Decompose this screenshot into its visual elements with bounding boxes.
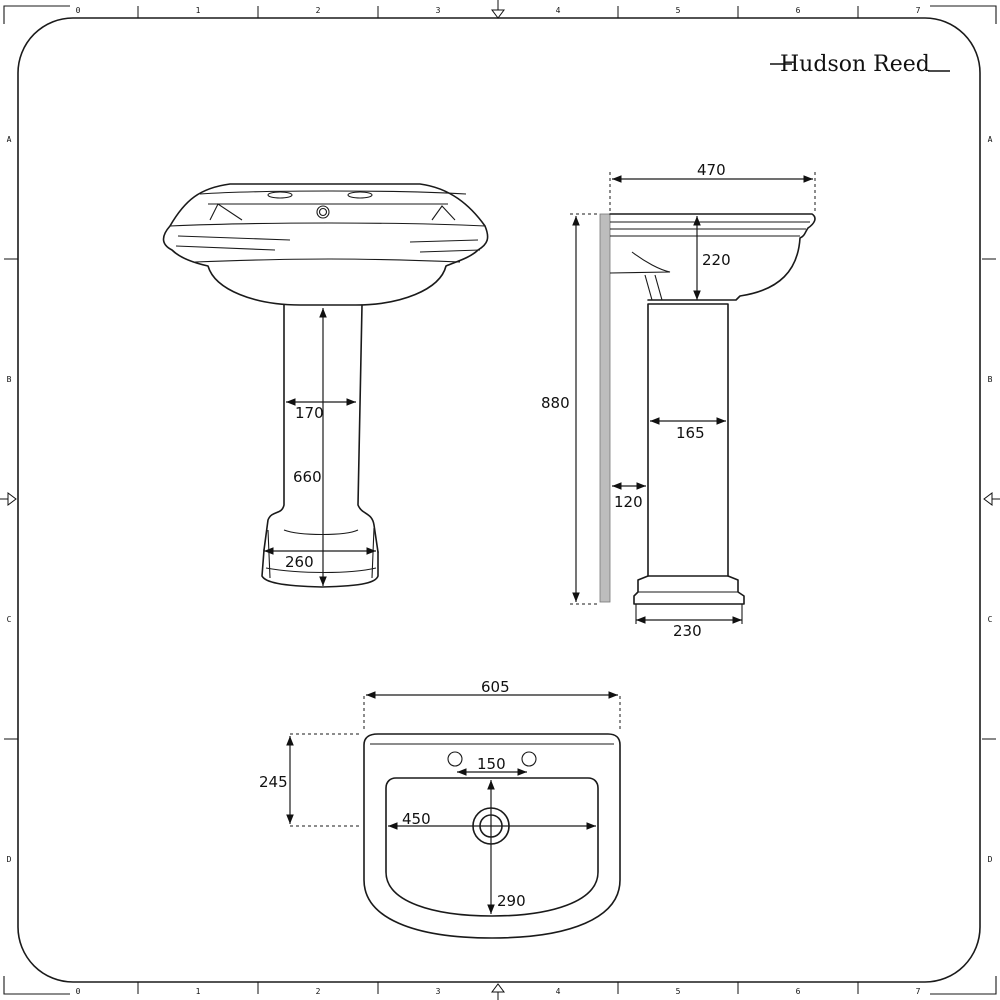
ruler-col-1: 1 [196, 6, 201, 15]
centre-mark-top [491, 9, 505, 19]
dim-bowl-height: 220 [702, 251, 731, 269]
centre-mark-right [983, 492, 993, 506]
dim-pedestal-height: 660 [293, 468, 322, 486]
wall [599, 213, 611, 603]
centre-mark-left [7, 492, 17, 506]
dim-bowl-width: 450 [402, 810, 431, 828]
dim-pedestal-width: 170 [295, 404, 324, 422]
ruler-row-d-right: D [988, 855, 993, 864]
ruler-col-5-bottom: 5 [676, 987, 681, 996]
ruler-col-2-bottom: 2 [316, 987, 321, 996]
ruler-col-0: 0 [76, 6, 81, 15]
dim-pedestal-depth: 165 [676, 424, 705, 442]
dim-bowl-depth: 290 [497, 892, 526, 910]
dim-wall-gap: 120 [614, 493, 643, 511]
ruler-col-4: 4 [556, 6, 561, 15]
dim-base-width: 260 [285, 553, 314, 571]
ruler-row-a-right: A [988, 135, 993, 144]
ruler-col-3: 3 [436, 6, 441, 15]
ruler-col-3-bottom: 3 [436, 987, 441, 996]
ruler-row-b-right: B [988, 375, 993, 384]
ruler-col-0-bottom: 0 [76, 987, 81, 996]
overflow-icon [316, 205, 330, 219]
ruler-row-c: C [7, 615, 12, 624]
ruler-col-2: 2 [316, 6, 321, 15]
ruler-col-7-bottom: 7 [916, 987, 921, 996]
ruler-row-b: B [7, 375, 12, 384]
ruler-row-c-right: C [988, 615, 993, 624]
ruler-col-1-bottom: 1 [196, 987, 201, 996]
tap-hole-left [447, 751, 463, 767]
ruler-row-a: A [7, 135, 12, 144]
brand-logo: Hudson Reed [770, 52, 950, 77]
dim-rim-depth: 245 [259, 773, 288, 791]
ruler-col-6: 6 [796, 6, 801, 15]
dim-width: 605 [481, 678, 510, 696]
side-view [599, 213, 816, 605]
brand-name: Hudson Reed [780, 52, 930, 77]
ruler-col-7: 7 [916, 6, 921, 15]
ruler-col-4-bottom: 4 [556, 987, 561, 996]
front-view [162, 183, 489, 588]
ruler-row-d: D [7, 855, 12, 864]
dim-base-depth: 230 [673, 622, 702, 640]
dim-depth: 470 [697, 161, 726, 179]
centre-mark-bottom [491, 983, 505, 993]
dim-total-height: 880 [541, 394, 570, 412]
ruler-col-5: 5 [676, 6, 681, 15]
dim-tap-centres: 150 [477, 755, 506, 773]
tap-hole-right [521, 751, 537, 767]
ruler-col-6-bottom: 6 [796, 987, 801, 996]
